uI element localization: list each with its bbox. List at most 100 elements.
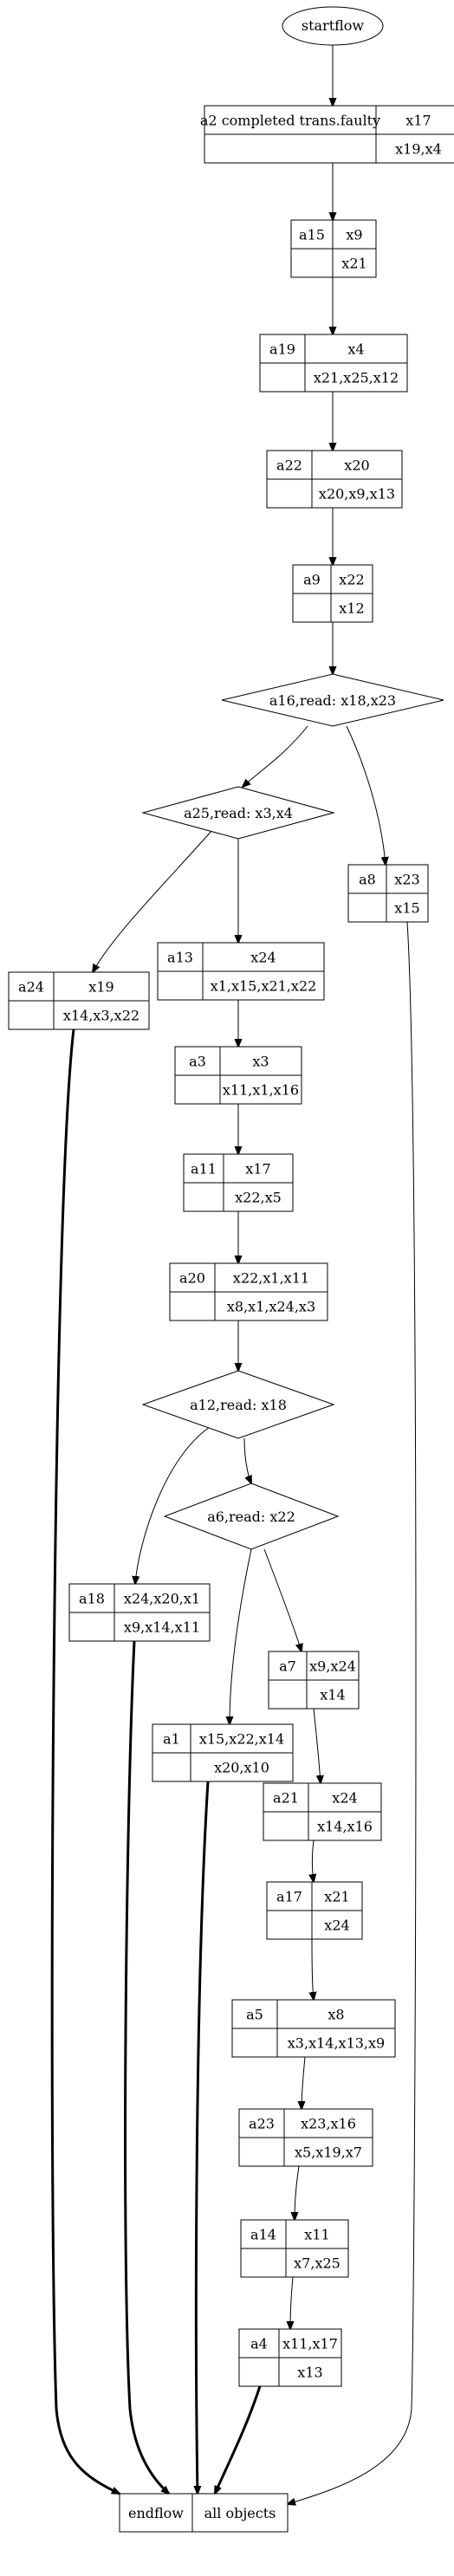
record-node-a17[interactable]: a17 x21 x24 (266, 1881, 363, 1940)
record-top-value: x24 (332, 1790, 357, 1807)
record-top-value: x23 (394, 872, 419, 888)
decision-nodes: a16,read: x18,x23 a25,read: x3,x4 a12,read… (141, 673, 444, 1550)
record-top-value: x22,x1,x11 (233, 1270, 309, 1287)
record-top-value: x9 (346, 227, 362, 243)
record-bottom-value: x14,x3,x22 (63, 1008, 139, 1024)
decision-label: a12,read: x18 (190, 1397, 287, 1413)
record-bottom-value: x21 (341, 256, 366, 272)
end-node[interactable]: endflow all objects (119, 2493, 289, 2533)
record-bottom-value: x22,x5 (235, 1190, 282, 1206)
edge-a8-end (288, 921, 417, 2504)
decision-node-a6[interactable]: a6,read: x22 (163, 1483, 340, 1550)
record-top-value: x21 (324, 1889, 349, 1905)
edge-a16-a25 (243, 725, 308, 787)
record-bottom-value: x21,x25,x12 (314, 370, 399, 386)
record-top-value: x9,x24 (309, 1658, 356, 1675)
edge-a1-end (196, 1781, 210, 2494)
record-top-value: x19 (88, 979, 114, 996)
record-node-a5[interactable]: a5 x8 x3,x14,x13,x9 (231, 1999, 396, 2058)
record-bottom-value: x14,x16 (317, 1819, 373, 1835)
decision-node-a16[interactable]: a16,read: x18,x23 (221, 673, 444, 727)
edge-a23-a14 (295, 2165, 300, 2220)
record-node-a21[interactable]: a21 x24 x14,x16 (263, 1782, 382, 1841)
record-name: a21 (273, 1790, 299, 1807)
record-node-a24[interactable]: a24 x19 x14,x3,x22 (8, 971, 150, 1030)
record-name: a8 (359, 872, 376, 888)
record-top-value: x4 (347, 341, 364, 358)
edge-a4-end (213, 2385, 262, 2494)
record-top-value: x24,x20,x1 (124, 1591, 200, 1607)
record-name: a4 (250, 2336, 268, 2352)
edge-a24-end (50, 1028, 120, 2495)
edge-a5-a23 (302, 2056, 305, 2109)
record-top-value: x11 (304, 2227, 329, 2243)
edge-a17-a5 (312, 1938, 314, 2000)
decision-label: a16,read: x18,x23 (269, 692, 396, 709)
record-name: a15 (299, 227, 325, 243)
edge-a7-a21 (313, 1708, 321, 1783)
edge-a18-end (124, 1640, 169, 2494)
record-top-value: x23,x16 (301, 2116, 356, 2132)
record-name: a11 (191, 1161, 217, 1178)
record-node-a15[interactable]: a15 x9 x21 (290, 219, 377, 278)
edge-a12-a6 (243, 1437, 251, 1483)
record-name: a18 (79, 1591, 105, 1607)
end-label-left: endflow (128, 2505, 184, 2521)
record-name: a14 (250, 2227, 276, 2243)
record-name: a23 (249, 2116, 275, 2132)
record-name: a22 (276, 457, 302, 474)
decision-label: a25,read: x3,x4 (184, 805, 293, 821)
record-bottom-value: x19,x4 (395, 141, 442, 158)
record-node-a4[interactable]: a4 x11,x17 x13 (238, 2328, 342, 2387)
record-top-value: x11,x17 (282, 2336, 338, 2352)
record-bottom-value: x8,x1,x24,x3 (227, 1299, 315, 1315)
record-top-value: x15,x22,x14 (199, 1731, 284, 1748)
decision-node-a25[interactable]: a25,read: x3,x4 (141, 786, 335, 840)
edge-a25-a24 (93, 829, 213, 972)
record-bottom-value: x14 (320, 1687, 345, 1703)
record-bottom-value: x1,x15,x21,x22 (211, 978, 317, 995)
edge-a12-a18 (135, 1424, 213, 1584)
edge-a6-a7 (263, 1548, 302, 1651)
end-label-right: all objects (204, 2505, 276, 2521)
record-bottom-value: x12 (339, 600, 364, 617)
record-node-a19[interactable]: a19 x4 x21,x25,x12 (259, 334, 408, 393)
decision-node-a12[interactable]: a12,read: x18 (141, 1370, 335, 1439)
record-name: a7 (279, 1658, 296, 1675)
record-top-value: x17 (405, 113, 431, 129)
record-top-value: x17 (245, 1161, 270, 1178)
record-node-a11[interactable]: a11 x17 x22,x5 (183, 1153, 294, 1212)
start-label: startflow (302, 17, 365, 34)
record-top-value: x3 (252, 1054, 269, 1070)
record-name: a19 (269, 341, 295, 358)
record-name: a5 (246, 2007, 263, 2023)
record-bottom-value: x24 (324, 1917, 349, 1934)
record-bottom-value: x13 (297, 2365, 322, 2381)
start-node[interactable]: startflow (282, 6, 384, 46)
record-node-a7[interactable]: a7 x9,x24 x14 (268, 1651, 360, 1710)
record-top-value: x8 (328, 2007, 344, 2023)
record-top-value: x20 (344, 457, 369, 474)
record-name: a9 (303, 572, 321, 588)
record-name: a17 (276, 1889, 302, 1905)
record-name: a13 (167, 950, 193, 966)
record-name: a3 (189, 1054, 206, 1070)
record-name: a24 (18, 979, 44, 996)
record-name: a1 (163, 1731, 180, 1748)
record-bottom-value: x9,x14,x11 (124, 1619, 200, 1636)
decision-label: a6,read: x22 (207, 1509, 295, 1525)
record-bottom-value: x3,x14,x13,x9 (288, 2035, 385, 2052)
edge-a16-a8 (346, 725, 386, 865)
record-node-a18[interactable]: a18 x24,x20,x1 x9,x14,x11 (68, 1583, 211, 1642)
